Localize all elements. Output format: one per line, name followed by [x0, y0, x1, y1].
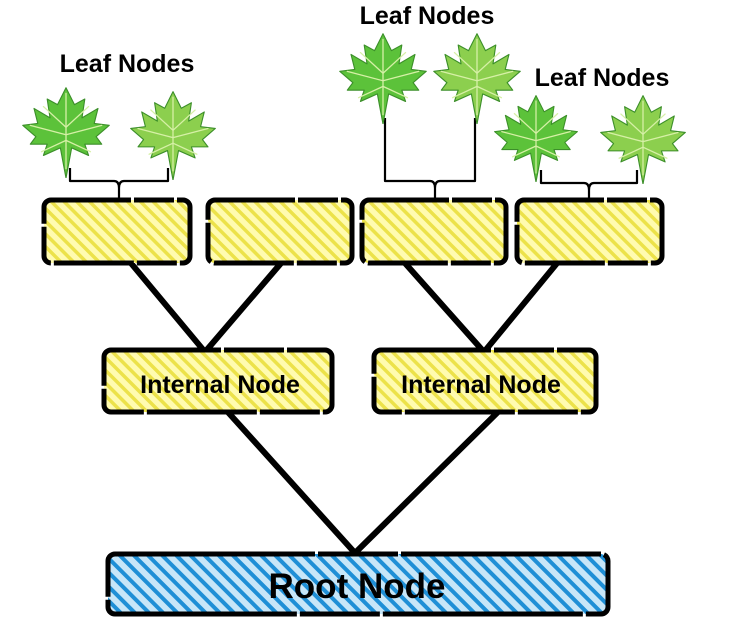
small-box-1 [41, 197, 193, 266]
edge-internal2-box4 [481, 259, 561, 355]
maple-leaf-icon [433, 33, 521, 124]
small-box-3 [359, 197, 509, 266]
bracket-group-1 [68, 168, 170, 200]
maple-leaf-icon [339, 33, 427, 124]
maple-leaf-icon [493, 94, 579, 182]
internal-node-2: Internal Node [371, 347, 599, 415]
edge-root-internal-1 [223, 407, 358, 556]
leaf-group-3-label: Leaf Nodes [535, 64, 670, 92]
small-box-4 [514, 197, 665, 266]
root-node: Root Node [105, 551, 611, 617]
small-boxes [41, 197, 665, 266]
edge-internal2-box3 [401, 259, 487, 355]
internal-node-2-label: Internal Node [401, 371, 561, 399]
maple-leaf-icon [22, 87, 110, 178]
bracket-group-3 [539, 170, 639, 200]
root-node-label: Root Node [269, 567, 446, 606]
edges-root [223, 407, 503, 556]
bracket-group-2 [383, 118, 477, 200]
leaf-brackets [68, 118, 639, 200]
edge-internal1-box1 [127, 259, 208, 355]
leaf-group-1-label: Leaf Nodes [60, 50, 195, 78]
edges-internal [127, 259, 561, 355]
maple-leaf-icon [599, 94, 687, 184]
edge-root-internal-2 [352, 407, 503, 556]
internal-node-1: Internal Node [101, 347, 335, 415]
internal-node-1-label: Internal Node [140, 371, 300, 399]
edge-internal1-box2 [202, 259, 285, 355]
small-box-2 [205, 197, 355, 266]
leaf-group-2-label: Leaf Nodes [360, 2, 495, 30]
maple-leaf-icon [129, 90, 217, 180]
